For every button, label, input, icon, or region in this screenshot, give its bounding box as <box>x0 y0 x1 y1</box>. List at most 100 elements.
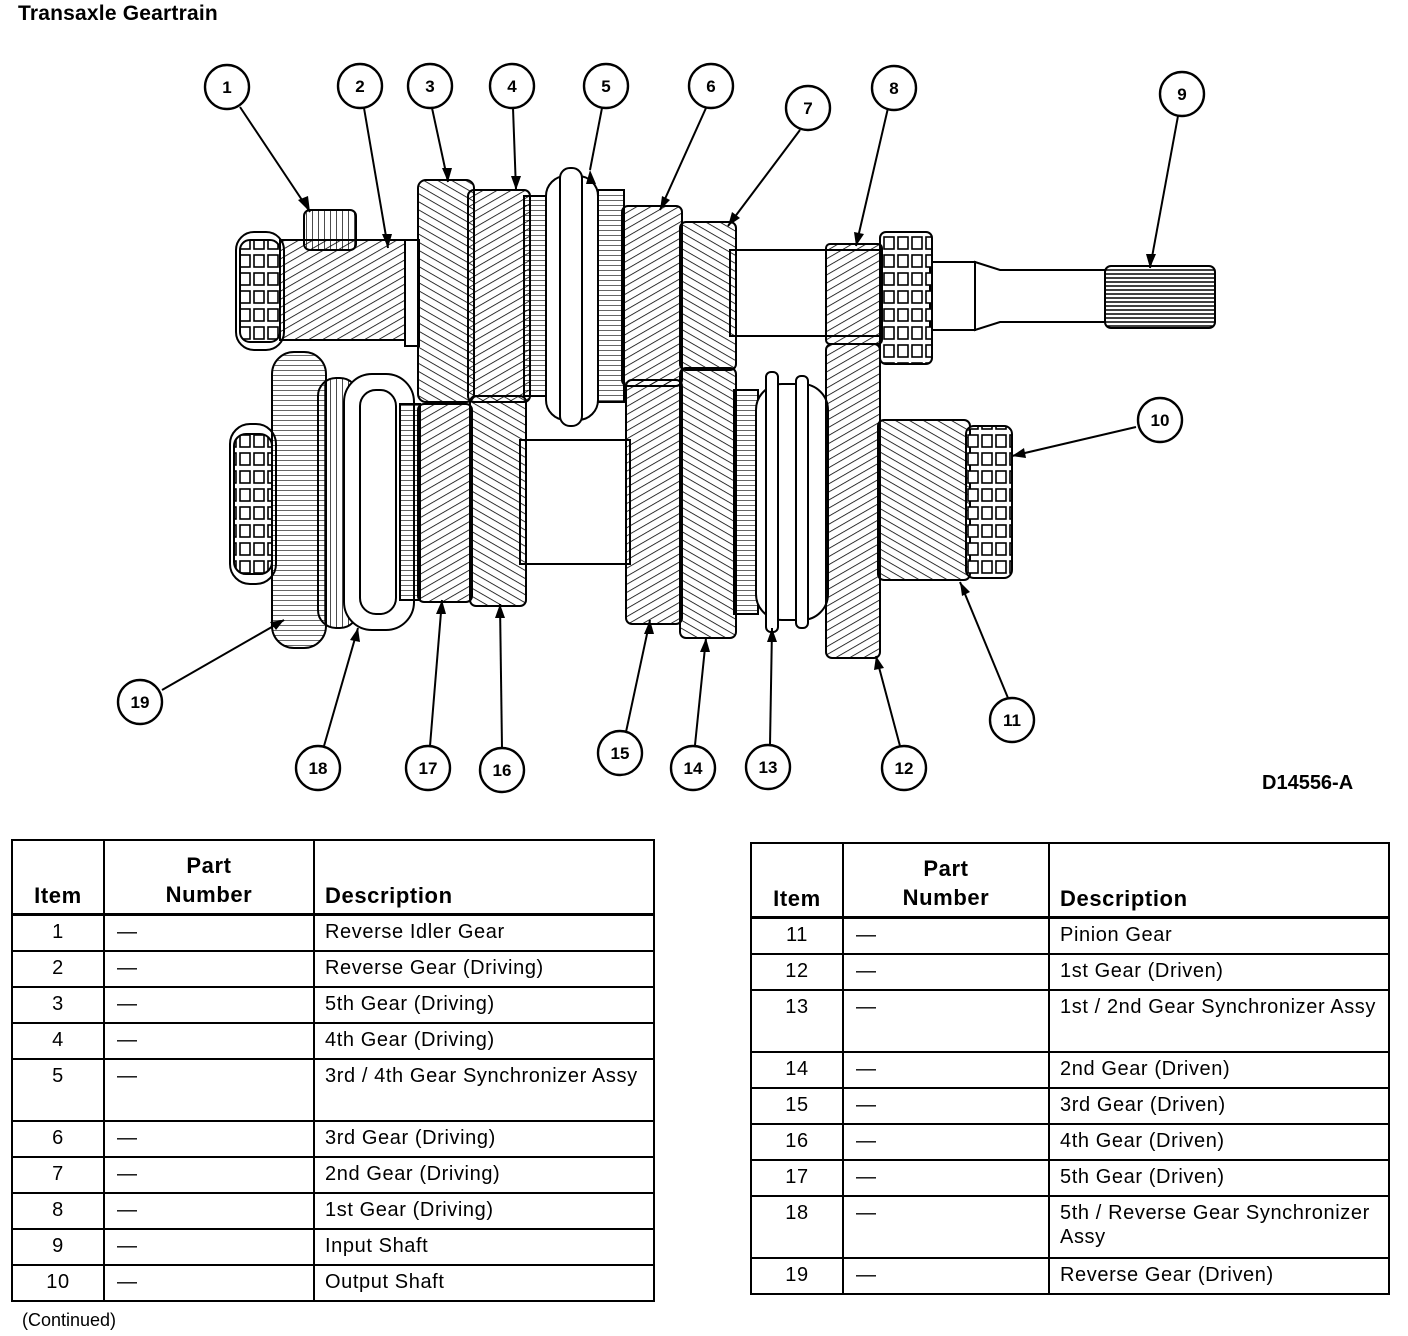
callout-1: 1 <box>203 63 251 111</box>
first-second-synchronizer <box>733 371 829 633</box>
part-number-cell: — <box>103 1021 315 1060</box>
table-row: 12—1st Gear (Driven) <box>750 952 1390 991</box>
svg-text:6: 6 <box>706 77 715 96</box>
svg-text:10: 10 <box>1151 411 1170 430</box>
item-cell: 14 <box>750 1050 844 1089</box>
table-row: 16—4th Gear (Driven) <box>750 1122 1390 1161</box>
item-cell: 16 <box>750 1122 844 1161</box>
table-row: 1—Reverse Idler Gear <box>11 913 655 952</box>
table-row: 9—Input Shaft <box>11 1227 655 1266</box>
item-cell: 19 <box>750 1256 844 1295</box>
input-bearing-left <box>235 231 285 351</box>
callout-12: 12 <box>880 744 928 792</box>
svg-text:18: 18 <box>309 759 328 778</box>
part-number-cell: — <box>842 916 1050 955</box>
item-cell: 1 <box>11 913 105 952</box>
third-gear-driven <box>625 379 683 625</box>
third-gear-driving <box>621 205 683 387</box>
table-row: 15—3rd Gear (Driven) <box>750 1086 1390 1125</box>
part-number-cell: — <box>842 1050 1050 1089</box>
table-row: 8—1st Gear (Driving) <box>11 1191 655 1230</box>
part-number-cell: — <box>842 1256 1050 1295</box>
item-cell: 7 <box>11 1155 105 1194</box>
svg-text:16: 16 <box>493 761 512 780</box>
second-gear-driving <box>679 221 737 371</box>
part-number-cell: — <box>842 952 1050 991</box>
part-number-cell: — <box>103 1227 315 1266</box>
output-bearing-left <box>229 423 277 585</box>
table-row: 19—Reverse Gear (Driven) <box>750 1256 1390 1295</box>
svg-text:19: 19 <box>131 693 150 712</box>
item-cell: 3 <box>11 985 105 1024</box>
table-row: 6—3rd Gear (Driving) <box>11 1119 655 1158</box>
description-cell: Reverse Gear (Driving) <box>313 949 655 988</box>
callout-9: 9 <box>1158 70 1206 118</box>
callout-11: 11 <box>988 696 1036 744</box>
svg-text:3: 3 <box>425 77 434 96</box>
table-row: 10—Output Shaft <box>11 1263 655 1302</box>
callout-4: 4 <box>488 62 536 110</box>
callout-14: 14 <box>669 744 717 792</box>
fifth-gear-driving <box>417 179 475 403</box>
callout-3: 3 <box>406 62 454 110</box>
header-description: Description <box>1048 842 1390 919</box>
svg-text:9: 9 <box>1177 85 1186 104</box>
input-shaft <box>729 249 1216 337</box>
second-gear-driven <box>679 367 737 639</box>
svg-text:11: 11 <box>1003 711 1021 730</box>
header-item: Item <box>11 839 105 916</box>
svg-text:5: 5 <box>601 77 610 96</box>
svg-text:8: 8 <box>889 79 898 98</box>
item-cell: 15 <box>750 1086 844 1125</box>
header-description: Description <box>313 839 655 916</box>
callout-18: 18 <box>294 744 342 792</box>
svg-text:12: 12 <box>895 759 914 778</box>
pinion-gear <box>877 419 971 581</box>
fifth-reverse-synchronizer <box>317 373 421 631</box>
item-cell: 17 <box>750 1158 844 1197</box>
description-cell: 5th / Reverse Gear Synchronizer Assy <box>1048 1194 1390 1259</box>
leader-arrowheads <box>270 168 1156 670</box>
svg-text:1: 1 <box>222 78 231 97</box>
item-cell: 18 <box>750 1194 844 1259</box>
part-number-cell: — <box>842 1158 1050 1197</box>
item-cell: 4 <box>11 1021 105 1060</box>
callout-6: 6 <box>687 62 735 110</box>
item-cell: 10 <box>11 1263 105 1302</box>
description-cell: Output Shaft <box>313 1263 655 1302</box>
description-cell: Input Shaft <box>313 1227 655 1266</box>
table-row: 17—5th Gear (Driven) <box>750 1158 1390 1197</box>
part-number-cell: — <box>103 1263 315 1302</box>
description-cell: 1st Gear (Driven) <box>1048 952 1390 991</box>
item-cell: 13 <box>750 988 844 1053</box>
description-cell: 4th Gear (Driven) <box>1048 1122 1390 1161</box>
third-fourth-synchronizer <box>545 167 625 427</box>
table-row: 7—2nd Gear (Driving) <box>11 1155 655 1194</box>
svg-text:13: 13 <box>759 758 778 777</box>
description-cell: 2nd Gear (Driving) <box>313 1155 655 1194</box>
part-number-cell: — <box>842 1122 1050 1161</box>
part-number-cell: — <box>103 1191 315 1230</box>
fourth-gear-driven <box>469 395 527 607</box>
item-cell: 12 <box>750 952 844 991</box>
first-gear-driven <box>825 343 881 659</box>
table-row: 2—Reverse Gear (Driving) <box>11 949 655 988</box>
description-cell: 3rd Gear (Driving) <box>313 1119 655 1158</box>
description-cell: 3rd / 4th Gear Synchronizer Assy <box>313 1057 655 1122</box>
part-number-cell: — <box>842 1194 1050 1259</box>
item-cell: 5 <box>11 1057 105 1122</box>
svg-text:2: 2 <box>355 77 364 96</box>
part-number-cell: — <box>842 988 1050 1053</box>
table-row: 13—1st / 2nd Gear Synchronizer Assy <box>750 988 1390 1053</box>
description-cell: Reverse Gear (Driven) <box>1048 1256 1390 1295</box>
item-cell: 6 <box>11 1119 105 1158</box>
output-shaft <box>519 439 631 565</box>
svg-text:7: 7 <box>803 99 812 118</box>
callout-10: 10 <box>1136 396 1184 444</box>
